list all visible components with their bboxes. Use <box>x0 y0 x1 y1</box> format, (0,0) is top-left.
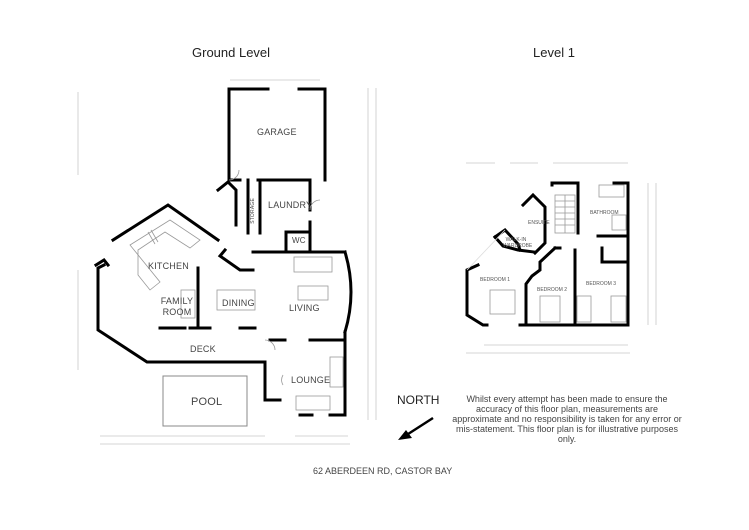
room-bathroom: BATHROOM <box>590 210 619 216</box>
ground-fixtures <box>129 169 344 427</box>
room-living: LIVING <box>289 303 320 313</box>
level1-plan <box>465 162 657 354</box>
property-address: 62 ABERDEEN RD, CASTOR BAY <box>313 466 453 476</box>
room-family-room: FAMILY ROOM <box>160 296 194 317</box>
ground-level-plan <box>77 79 377 445</box>
north-label: NORTH <box>397 393 440 407</box>
room-ensuite: ENSUITE <box>528 220 550 226</box>
room-pool: POOL <box>191 396 223 408</box>
room-laundry: LAUNDRY <box>268 200 313 210</box>
room-wc: WC <box>292 236 306 245</box>
room-bedroom-3: BEDROOM 3 <box>586 281 617 287</box>
ground-walls <box>93 87 353 417</box>
room-bedroom-1: BEDROOM 1 <box>480 277 511 283</box>
level1-fixtures <box>466 184 627 323</box>
ground-dimension-lines <box>77 79 377 445</box>
level1-dimension-lines <box>466 162 657 354</box>
room-storage: STORAGE <box>250 198 256 224</box>
level1-title: Level 1 <box>533 45 575 60</box>
room-lounge: LOUNGE <box>291 375 331 385</box>
room-garage: GARAGE <box>257 127 297 137</box>
arrow-southwest-icon <box>398 416 434 440</box>
room-bedroom-2: BEDROOM 2 <box>537 287 568 293</box>
room-kitchen: KITCHEN <box>148 261 189 271</box>
level1-walls <box>465 181 630 327</box>
room-deck: DECK <box>190 344 216 354</box>
room-walk-in-wardrobe: WALK-IN WARDROBE <box>503 237 533 249</box>
room-dining: DINING <box>222 298 255 308</box>
ground-level-title: Ground Level <box>192 45 271 60</box>
disclaimer-text: Whilst every attempt has been made to en… <box>452 394 682 444</box>
